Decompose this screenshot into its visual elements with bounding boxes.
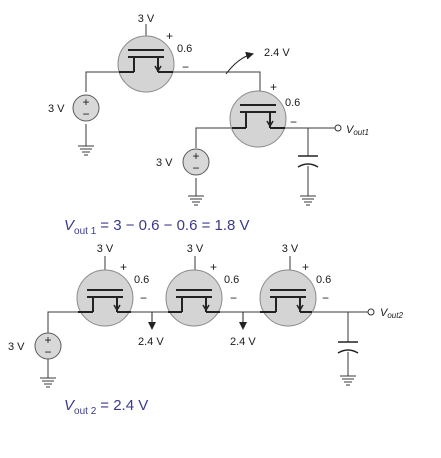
capacitor-icon [297,155,319,168]
vth-label-5: 0.6 [316,274,331,286]
arrow-icon [113,301,121,312]
svg-text:−: − [192,161,199,175]
transistor-2 [229,90,287,148]
minus-sign: − [322,291,329,305]
plus-sign: + [166,29,173,43]
arrow-icon [266,117,274,128]
transistor-1 [117,35,175,93]
transistor-body-2 [229,90,287,148]
vth-label-1: 0.6 [177,43,192,55]
drain-label-1: 3 V [97,243,114,255]
gate-wire-1 [85,71,119,92]
arrow-icon [202,301,210,312]
minus-sign: − [182,60,189,74]
gate-wire-2 [195,127,232,148]
transistor-5 [259,269,317,327]
node-output-label-1: 2.4 V [138,336,164,348]
curved-arrow-icon [225,51,254,75]
minus-sign: − [140,291,147,305]
plus-sign: + [302,260,309,274]
svg-text:+: + [82,95,89,109]
circuit-1: + − + − [48,13,369,206]
plus-sign: + [210,260,217,274]
node-voltage-label: 2.4 V [264,47,290,59]
ground-icon [78,145,94,156]
transistor-body-1 [117,35,175,93]
gate-wire-3 [47,311,78,334]
voltage-source-3: + − [34,332,62,360]
source-label-2: 3 V [156,157,173,169]
transistor-3 [76,269,134,327]
plus-sign: + [270,80,277,94]
voltage-source-2: + − [182,148,210,176]
node-output-label-2: 2.4 V [230,336,256,348]
minus-sign: − [230,291,237,305]
equation-2: Vout 2= 2.4 V [64,397,148,417]
minus-sign: − [290,115,297,129]
equation-1: Vout 1= 3 − 0.6 − 0.6 = 1.8 V [64,217,250,237]
drain-label-2: 3 V [187,243,204,255]
svg-text:−: − [44,345,51,359]
vth-label-4: 0.6 [224,274,239,286]
supply-top-label: 3 V [138,13,155,25]
ground-icon [340,375,356,386]
circuit-2: + − 3 V 3 V 3 V + + + 0.6 0.6 [8,243,403,388]
transistor-4 [165,269,223,327]
arrow-icon [296,301,304,312]
ground-icon [300,195,316,206]
vth-label-3: 0.6 [134,274,149,286]
vout2-label: Vout2 [380,307,403,320]
svg-text:+: + [192,149,199,163]
node-wire-1 [173,71,261,98]
voltage-source-1: + − [72,94,100,122]
ground-icon [188,195,204,206]
arrow-icon [154,62,162,73]
source-label-1: 3 V [48,103,65,115]
ground-icon [40,377,56,388]
vout1-label: Vout1 [346,124,369,137]
svg-text:−: − [82,107,89,121]
source-label-3: 3 V [8,341,25,353]
output-terminal-2 [367,308,375,316]
svg-text:+: + [44,333,51,347]
vth-label-2: 0.6 [285,97,300,109]
plus-sign: + [120,260,127,274]
capacitor-icon [337,341,359,354]
drain-label-3: 3 V [282,243,299,255]
output-terminal-1 [334,124,342,132]
